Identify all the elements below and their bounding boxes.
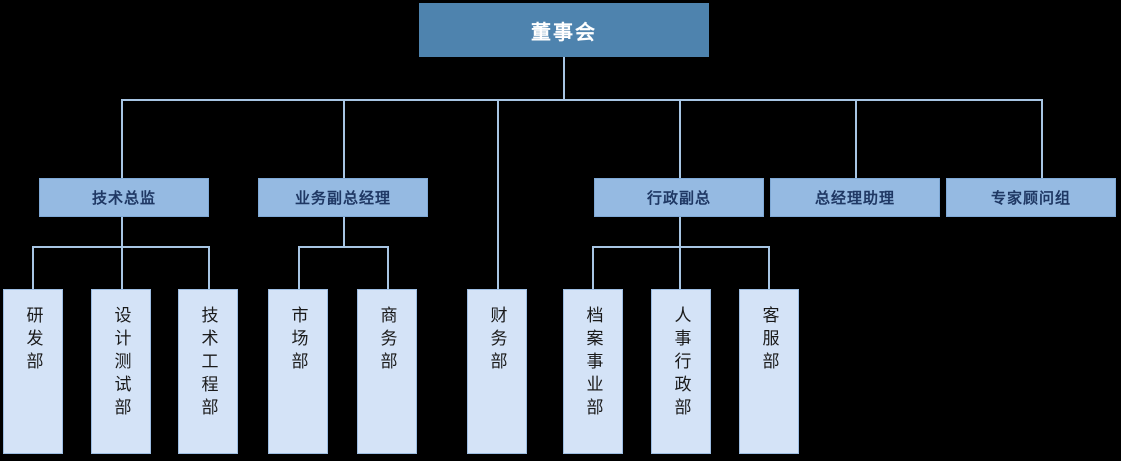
connector-drop-commerce-dept — [387, 246, 389, 289]
connector-drop-business-vp — [343, 99, 345, 178]
node-board-of-directors[interactable]: 董事会 — [419, 3, 709, 57]
connector-bus-business-vp — [298, 246, 389, 248]
node-customer-service-dept[interactable]: 客服部 — [739, 289, 799, 454]
node-label: 技术总监 — [91, 190, 156, 207]
node-expert-advisory-group[interactable]: 专家顾问组 — [946, 178, 1116, 217]
connector-drop-expert-group — [1041, 99, 1043, 178]
node-marketing-dept[interactable]: 市场部 — [268, 289, 328, 454]
node-label: 财务部 — [487, 306, 507, 375]
node-label: 董事会 — [531, 21, 597, 44]
connector-main-bus — [121, 99, 1042, 101]
connector-drop-finance-dept — [497, 99, 499, 289]
node-gm-assistant[interactable]: 总经理助理 — [770, 178, 940, 217]
node-label: 人事行政部 — [671, 306, 691, 421]
node-label: 专家顾问组 — [990, 190, 1071, 207]
node-archive-dept[interactable]: 档案事业部 — [563, 289, 623, 454]
node-finance-dept[interactable]: 财务部 — [467, 289, 527, 454]
node-admin-vp[interactable]: 行政副总 — [594, 178, 764, 217]
connector-stem-business-vp — [343, 217, 345, 246]
connector-drop-rnd-dept — [32, 246, 34, 289]
connector-drop-customer-service-dept — [768, 246, 770, 289]
node-business-vp[interactable]: 业务副总经理 — [258, 178, 428, 217]
connector-root-stem — [563, 57, 565, 100]
node-label: 行政副总 — [646, 190, 711, 207]
node-label: 技术工程部 — [198, 306, 218, 421]
connector-stem-admin-vp — [679, 217, 681, 246]
node-tech-director[interactable]: 技术总监 — [39, 178, 209, 217]
node-label: 客服部 — [759, 306, 779, 375]
connector-drop-archive-dept — [592, 246, 594, 289]
node-label: 档案事业部 — [583, 306, 603, 421]
node-label: 商务部 — [377, 306, 397, 375]
node-label: 业务副总经理 — [294, 190, 391, 207]
connector-drop-hr-admin-dept — [679, 246, 681, 289]
node-label: 研发部 — [23, 306, 43, 375]
connector-drop-design-test-dept — [121, 246, 123, 289]
connector-drop-marketing-dept — [298, 246, 300, 289]
node-commerce-dept[interactable]: 商务部 — [357, 289, 417, 454]
connector-drop-admin-vp — [679, 99, 681, 178]
node-label: 市场部 — [288, 306, 308, 375]
node-label: 设计测试部 — [111, 306, 131, 421]
node-hr-admin-dept[interactable]: 人事行政部 — [651, 289, 711, 454]
node-rnd-dept[interactable]: 研发部 — [3, 289, 63, 454]
node-tech-engineering-dept[interactable]: 技术工程部 — [178, 289, 238, 454]
connector-drop-tech-engineering-dept — [208, 246, 210, 289]
node-design-test-dept[interactable]: 设计测试部 — [91, 289, 151, 454]
connector-bus-admin-vp — [592, 246, 770, 248]
connector-drop-gm-assistant — [855, 99, 857, 178]
node-label: 总经理助理 — [814, 190, 895, 207]
connector-drop-tech-director — [121, 99, 123, 178]
connector-stem-tech-director — [121, 217, 123, 246]
